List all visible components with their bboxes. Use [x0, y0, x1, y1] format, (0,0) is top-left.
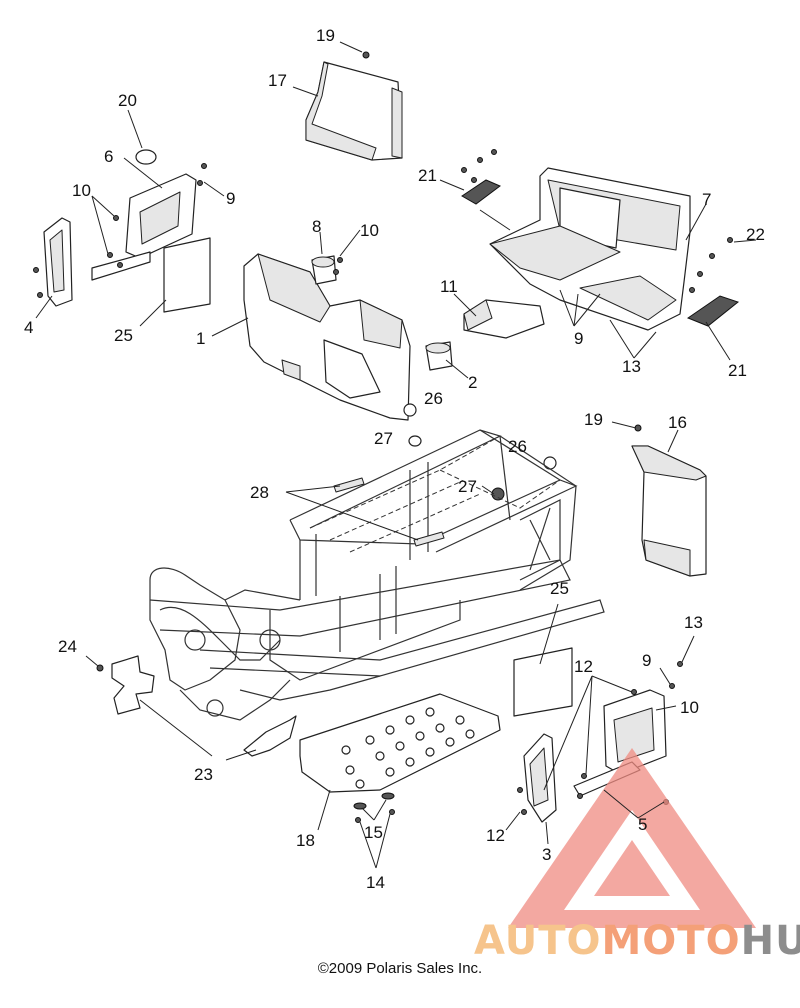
part-7-seat-frame [489, 167, 691, 331]
callouts: 19 17 20 6 10 9 4 25 8 10 1 21 7 22 11 9… [24, 26, 765, 892]
callout-5: 5 [638, 815, 647, 834]
callout-19-right: 19 [584, 410, 603, 429]
part-24-fastener [96, 664, 104, 672]
callout-2: 2 [468, 373, 477, 392]
callout-17: 17 [268, 71, 287, 90]
callout-15: 15 [364, 823, 383, 842]
fastener-10-mid [333, 257, 343, 275]
part-18-skidplate [299, 693, 501, 793]
callout-21-right: 21 [728, 361, 747, 380]
callout-23: 23 [194, 765, 213, 784]
callout-7: 7 [702, 190, 711, 209]
fastener-9-right [669, 683, 675, 689]
callout-27-b: 27 [458, 477, 477, 496]
screws-21 [461, 149, 497, 183]
part-26-bumper-a [403, 403, 417, 417]
part-14-fasteners [355, 809, 395, 823]
part-25-decal-right [513, 647, 573, 717]
watermark-text: AUTOMOTOHUB [474, 918, 800, 964]
leader-lines [35, 41, 757, 869]
callout-14: 14 [366, 873, 385, 892]
part-8-cupholder [311, 255, 337, 285]
copyright-text: ©2009 Polaris Sales Inc. [317, 960, 483, 977]
fastener-21-pad [461, 179, 501, 205]
fastener-9-left [197, 163, 207, 186]
fasteners-12 [517, 689, 637, 815]
part-3-mount [523, 733, 557, 823]
part-22-pad [686, 295, 740, 327]
callout-27-a: 27 [374, 429, 393, 448]
part-20-grommet [135, 149, 157, 165]
callout-26-a: 26 [424, 389, 443, 408]
part-27-bumper-b [491, 487, 505, 501]
callout-25-left: 25 [114, 326, 133, 345]
callout-9-mid: 9 [574, 329, 583, 348]
callout-13-mid: 13 [622, 357, 641, 376]
callout-4: 4 [24, 318, 33, 337]
part-23-guard-a [111, 655, 155, 715]
part-16-panel [631, 445, 707, 577]
screws-22 [689, 237, 733, 293]
callout-12-top: 12 [574, 657, 593, 676]
part-2-cupholder [425, 341, 453, 371]
part-10-bracket-right [603, 689, 667, 775]
part-27-bumper-a [408, 435, 422, 447]
callout-26-b: 26 [508, 437, 527, 456]
callout-6: 6 [104, 147, 113, 166]
callout-10-mid: 10 [360, 221, 379, 240]
callout-9-left: 9 [226, 189, 235, 208]
callout-11: 11 [440, 277, 458, 296]
screw-19-top [362, 51, 370, 59]
watermark-logo [508, 748, 756, 928]
callout-10-left: 10 [72, 181, 91, 200]
part-15-grommets [353, 792, 395, 810]
callout-25-right: 25 [550, 579, 569, 598]
part-28-strip-a [333, 477, 365, 493]
fastener-10-left [107, 215, 123, 268]
part-25-decal-left [163, 237, 211, 313]
watermark-auto: AUTO [474, 918, 602, 964]
callout-3: 3 [542, 845, 551, 864]
callout-9-right: 9 [642, 651, 651, 670]
callout-8: 8 [312, 217, 321, 236]
callout-24: 24 [58, 637, 77, 656]
part-28-strip-b [413, 531, 445, 547]
callout-1: 1 [196, 329, 205, 348]
callout-22: 22 [746, 225, 765, 244]
callout-10-right: 10 [680, 698, 699, 717]
callout-28: 28 [250, 483, 269, 502]
callout-16: 16 [668, 413, 687, 432]
callout-13-right: 13 [684, 613, 703, 632]
part-1-console [243, 253, 411, 421]
part-17-panel [305, 61, 403, 161]
fastener-13-right [677, 661, 683, 667]
part-4-mount [43, 217, 73, 307]
part-26-bumper-b [543, 456, 557, 470]
watermark-hub: HUB [740, 918, 800, 964]
callout-12-bottom: 12 [486, 826, 505, 845]
part-11-bracket [463, 299, 545, 339]
chassis-frame [149, 429, 605, 721]
callout-21-top: 21 [418, 166, 437, 185]
callout-19-top: 19 [316, 26, 335, 45]
watermark-moto: MOTO [601, 918, 741, 964]
callout-20: 20 [118, 91, 137, 110]
part-23-guard-b [243, 715, 297, 757]
fastener-4 [33, 267, 43, 298]
callout-18: 18 [296, 831, 315, 850]
